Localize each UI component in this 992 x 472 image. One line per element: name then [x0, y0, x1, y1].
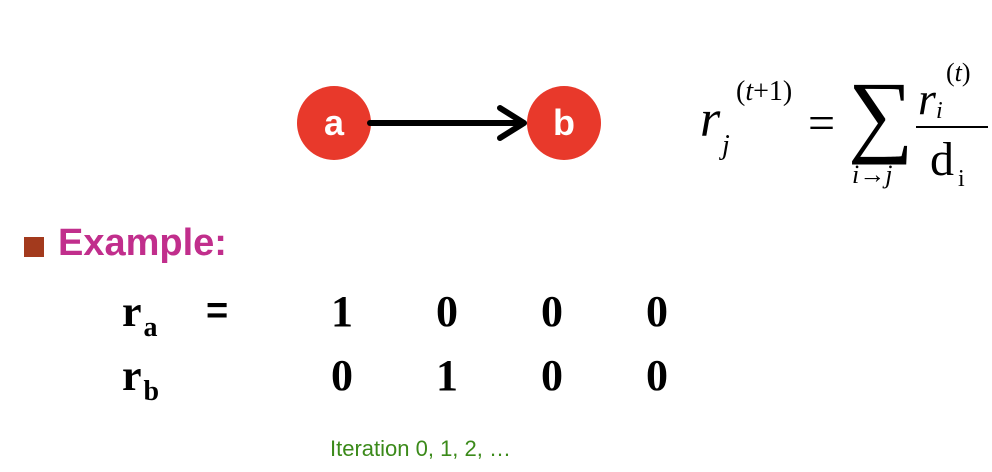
rb-value-2: 0 [541, 351, 563, 400]
row-label-rb: rb [122, 350, 159, 407]
rb-value-1: 1 [436, 351, 458, 400]
ra-value-1: 0 [436, 287, 458, 336]
sum-symbol: ∑ [848, 63, 914, 165]
ra-value-2: 0 [541, 287, 563, 336]
example-equals: = [206, 290, 229, 332]
iteration-caption: Iteration 0, 1, 2, … [330, 436, 511, 461]
ra-value-0: 1 [331, 287, 353, 336]
denominator-var: d [930, 133, 954, 186]
numerator-superscript: (t) [946, 58, 971, 87]
formula-equals: = [808, 97, 836, 150]
numerator-sup-var: t [954, 58, 962, 87]
ra-value-3: 0 [646, 287, 668, 336]
formula-lhs-sup-var: t [745, 76, 754, 107]
edge-a-to-b [367, 105, 527, 141]
row-label-rb-var: r [122, 351, 142, 400]
rb-value-3: 0 [646, 351, 668, 400]
node-b: b [527, 86, 601, 160]
row-label-ra-var: r [122, 287, 142, 336]
row-label-ra-sub: a [143, 312, 158, 343]
numerator-sub: i [936, 98, 943, 124]
formula-lhs-superscript: (t+1) [736, 76, 793, 107]
example-heading: Example: [58, 222, 227, 264]
rb-value-0: 0 [331, 351, 353, 400]
node-a: a [297, 86, 371, 160]
row-label-ra: ra [122, 286, 158, 343]
fraction-line [916, 126, 988, 128]
formula-lhs-var: r [700, 91, 721, 148]
formula-lhs-sub: j [722, 130, 730, 161]
formula-lhs-sup-rest: +1 [753, 76, 783, 107]
sum-index: i→j [852, 160, 893, 189]
denominator-sub: i [958, 166, 965, 192]
row-label-rb-sub: b [143, 376, 160, 407]
numerator-var: r [918, 73, 936, 124]
bullet-square [24, 237, 44, 257]
node-b-label: b [553, 102, 575, 143]
pagerank-formula: r (t+1) j = ∑ i→j r (t) i d i [690, 58, 990, 200]
node-a-label: a [323, 102, 345, 143]
